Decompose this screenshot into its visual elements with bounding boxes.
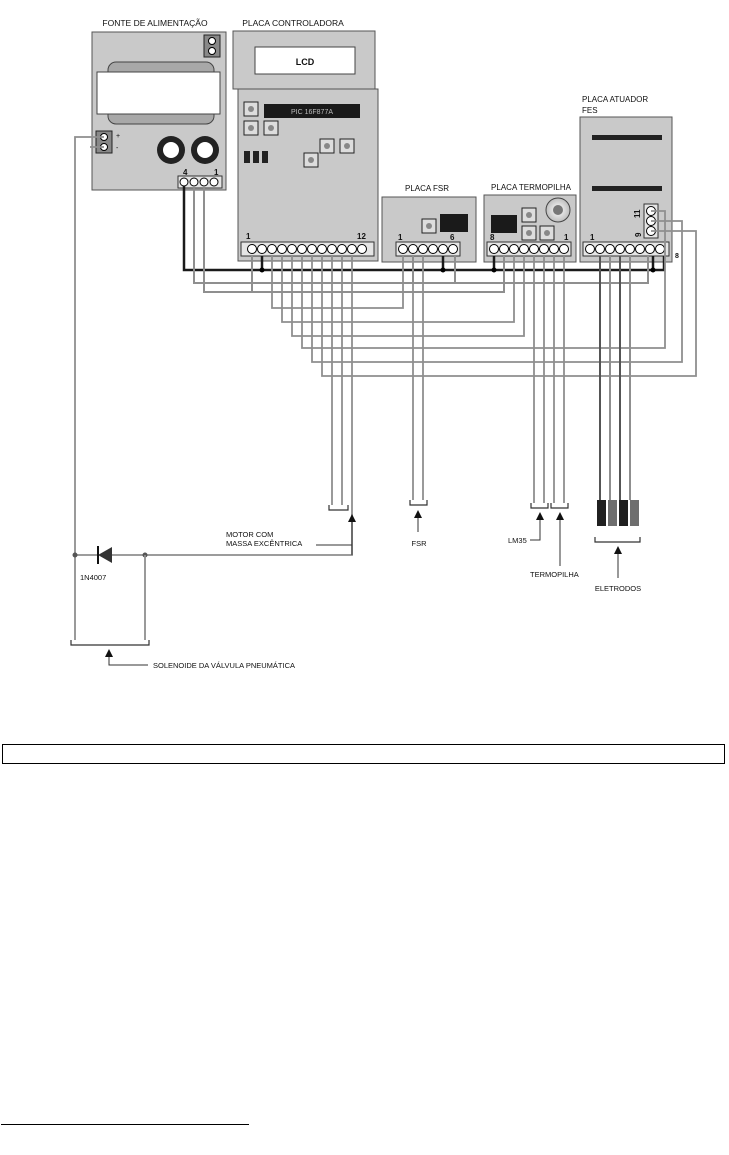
caption-box [2,744,725,764]
diode-label: 1N4007 [80,573,106,582]
fsr-pin-6-label: 6 [450,233,455,242]
power-supply-board: FONTE DE ALIMENTAÇÃO + - 4 1 [92,18,226,190]
lm35-connector [530,503,548,540]
fsr-sensor-connector [410,500,427,532]
pic-chip-label: PIC 16F877A [291,109,333,116]
thermopile-pin-8-label: 8 [490,233,495,242]
actuator-pin-11-label: 11 [633,209,642,218]
footnote-rule [1,1124,249,1125]
electrodes-label: ELETRODOS [595,584,641,593]
thermopile-board-title: PLACA TERMOPILHA [491,183,572,192]
fsr-pin-1-label: 1 [398,233,403,242]
controller-board: PLACA CONTROLADORA LCD PIC 16F877A 1 12 [233,18,378,261]
thermopile-pin-1-label: 1 [564,233,569,242]
electrodes [595,500,640,578]
fsr-board-title: PLACA FSR [405,184,449,193]
lcd-label: LCD [296,57,315,67]
lm35-label: LM35 [508,536,527,545]
fsr-sensor-label: FSR [412,539,428,548]
thermopile-board: PLACA TERMOPILHA 8 1 [484,183,576,262]
power-supply-title: FONTE DE ALIMENTAÇÃO [102,18,208,28]
actuator-pin-9-label: 9 [634,232,643,237]
thermopile-sensor-label: TERMOPILHA [530,570,579,579]
actuator-pin-1-label: 1 [590,233,595,242]
controller-pin-12-label: 12 [357,232,366,241]
diode-1n4007 [73,546,148,564]
wiring-diagram: FONTE DE ALIMENTAÇÃO + - 4 1 PLACA CONTR… [0,0,729,740]
actuator-pin-8-label: 8 [675,253,679,260]
motor-label-line1: MOTOR COM [226,530,273,539]
motor-label-line2: MASSA EXCÊNTRICA [226,539,302,548]
solenoid-label: SOLENOIDE DA VÁLVULA PNEUMÁTICA [153,661,295,670]
solenoid-connector [71,555,149,665]
controller-pin-1-label: 1 [246,232,251,241]
actuator-title-line1: PLACA ATUADOR [582,95,648,104]
actuator-title-line2: FES [582,106,598,115]
power-plus-label: + [116,133,120,140]
thermopile-connector [551,503,568,566]
fsr-board: PLACA FSR 1 6 [382,184,476,262]
controller-title: PLACA CONTROLADORA [242,18,344,28]
